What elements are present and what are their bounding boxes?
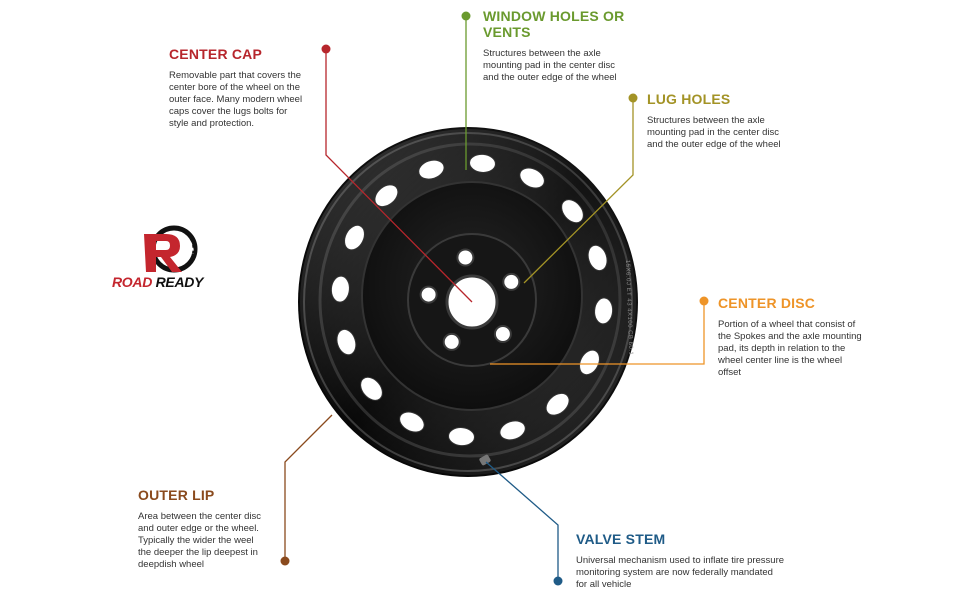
valve-stem [479,454,491,466]
window-hole [561,199,584,224]
callout-title: WINDOW HOLES OR VENTS [483,8,625,40]
window-hole [360,376,383,401]
window-hole [594,297,614,325]
window-hole [336,328,357,356]
logo-word-ready: READY [155,274,204,290]
leader-valve-stem [485,461,559,580]
callout-lug-holes: LUG HOLES Structures between the axle mo… [647,91,817,151]
window-hole [330,275,350,303]
callout-title: CENTER CAP [169,46,263,62]
window-hole [448,427,475,447]
road-ready-logo: ROAD READY [112,224,232,294]
dot-lug-holes [628,93,638,103]
dot-outer-lip [280,556,290,566]
callout-description: Area between the center disc and outer e… [138,511,262,570]
lug-hole [442,332,461,351]
lug-hole [456,248,475,267]
dot-center-cap [321,44,331,54]
callout-title: CENTER DISC [718,295,816,311]
callout-description: Structures between the axle mounting pad… [647,115,781,150]
callout-title: LUG HOLES [647,91,731,107]
window-hole [579,349,600,376]
dot-center-disc [699,296,709,306]
callout-title: OUTER LIP [138,487,215,503]
leader-lug-holes [523,99,634,284]
lug-hole [502,272,521,291]
window-hole [499,420,526,441]
callout-center-cap: CENTER CAP Removable part that covers th… [169,46,329,130]
callout-valve-stem: VALVE STEM Universal mechanism used to i… [576,531,816,591]
callout-description: Removable part that covers the center bo… [169,70,303,129]
callout-description: Structures between the axle mounting pad… [483,48,617,83]
callout-description: Portion of a wheel that consist of the S… [718,319,862,378]
rim-marking-text: 15X6.0J ET 43 4X100 CB 60.1 [624,260,633,356]
callout-title: VALVE STEM [576,531,666,547]
window-hole [418,159,445,180]
window-hole [469,153,496,173]
callout-description: Universal mechanism used to inflate tire… [576,555,785,590]
dot-valve-stem [553,576,563,586]
steel-wheel: 15X6.0J ET 43 4X100 CB 60.1 [298,127,638,477]
window-hole [344,224,365,251]
logo-word-road: ROAD [112,274,153,290]
window-hole [587,244,608,272]
callout-window-holes: WINDOW HOLES OR VENTS Structures between… [483,8,673,84]
lug-holes-group [419,248,521,351]
window-hole [399,411,425,433]
logo-wordmark: ROAD READY [112,274,203,290]
window-hole [545,392,570,416]
window-hole [374,184,399,208]
window-hole [519,167,545,189]
lug-hole [493,325,512,343]
leader-center-disc [490,302,705,365]
window-holes-group [330,153,614,447]
leader-center-cap [325,50,473,303]
center-disc-ring [361,181,583,411]
lug-hole [419,285,438,304]
dot-window-holes [461,11,471,21]
callout-center-disc: CENTER DISC Portion of a wheel that cons… [718,295,898,379]
road-ready-emblem-icon [144,225,198,273]
leader-outer-lip [284,414,333,560]
callout-outer-lip: OUTER LIP Area between the center disc a… [138,487,288,571]
callout-leaders [280,11,709,586]
